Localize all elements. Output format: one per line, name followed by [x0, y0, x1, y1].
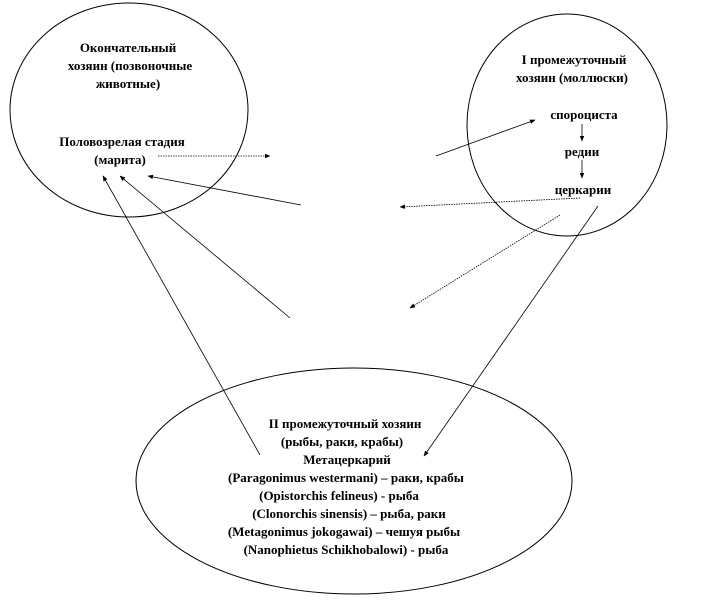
marita-stage-line1: Половозрелая стадия: [59, 134, 185, 149]
redia-label: редии: [564, 144, 600, 159]
arrow-cercaria-left: [399, 197, 581, 209]
definitive-host-title-line2: хозяин (позвоночные: [67, 58, 193, 73]
species-nanophietus: (Nanophietus Schikhobalowi) - рыба: [243, 542, 449, 557]
marita-stage-line2: (марита): [94, 152, 146, 167]
sporocyst-label: спороциста: [550, 107, 618, 122]
species-opistorchis: (Opistorchis felineus) - рыба: [259, 488, 419, 503]
definitive-host-ellipse: [9, 2, 249, 218]
arrow-second-host-to-marita: [102, 175, 261, 456]
first-host-title-line2: хозяин (моллюски): [516, 70, 628, 85]
second-host-title-line2: (рыбы, раки, крабы): [280, 434, 404, 449]
arrow-cercaria-down-left: [409, 214, 561, 309]
arrow-cercaria-to-second-host: [423, 205, 599, 457]
species-metagonimus: (Metagonimus jokogawai) – чешуя рыбы: [227, 524, 461, 539]
definitive-host-title-line3: животные): [95, 76, 161, 91]
metacercaria-label: Метацеркарий: [303, 452, 391, 467]
first-host-title-line1: I промежуточный: [521, 52, 627, 67]
arrow-to-marita-1: [147, 174, 302, 206]
species-paragonimus: (Paragonimus westermani) – раки, крабы: [228, 470, 464, 485]
cercaria-label: церкарии: [554, 182, 612, 197]
second-intermediate-host-ellipse: [135, 367, 573, 595]
arrow-to-marita-2: [119, 175, 291, 319]
arrow-to-sporocyst: [435, 119, 536, 157]
species-clonorchis: (Clonorchis sinensis) – рыба, раки: [252, 506, 446, 521]
first-intermediate-host-ellipse: [466, 13, 668, 237]
second-host-title-line1: II промежуточный хозяин: [268, 416, 422, 431]
definitive-host-title-line1: Окончательный: [79, 40, 177, 55]
